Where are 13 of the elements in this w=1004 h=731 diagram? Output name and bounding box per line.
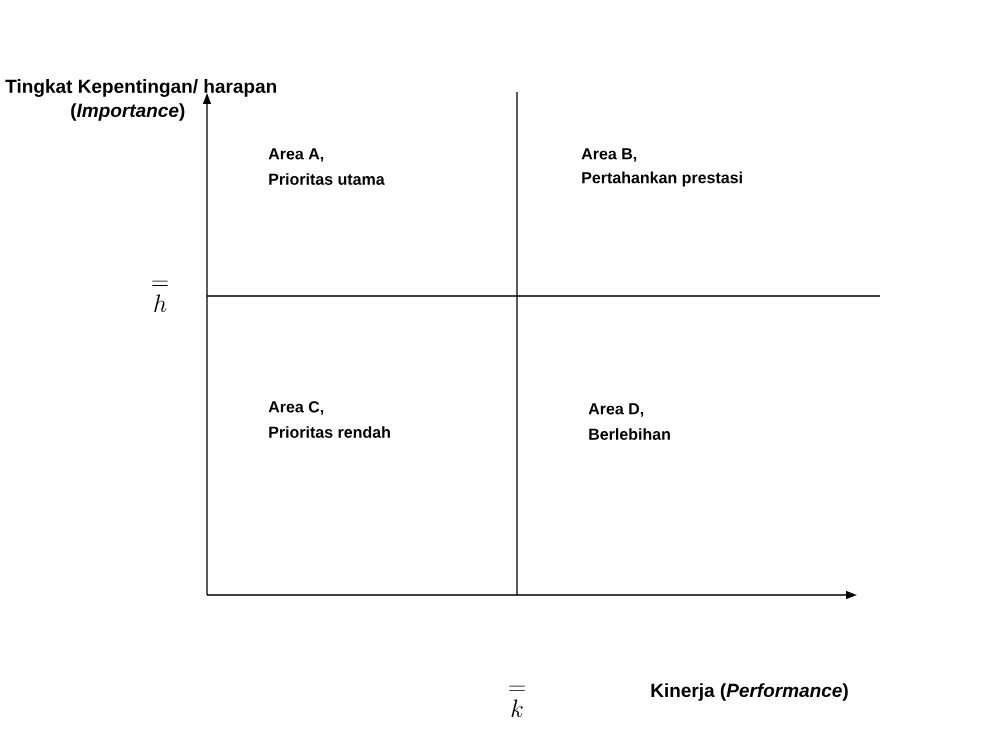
quadrant-label: Area D, (588, 403, 644, 417)
axis-mean-symbol: $\overset{=}{h}$ (152, 280, 168, 313)
quadrant-label: Area C, (268, 401, 324, 415)
quadrant-label: Prioritas rendah (269, 426, 390, 438)
quadrant-label: Prioritas utama (269, 173, 385, 185)
axis-title: Tingkat Kepentingan/ harapan (5, 79, 277, 97)
quadrant-label: Berlebihan (589, 428, 670, 440)
quadrant-label: Area B, (581, 148, 637, 162)
axis-title: (Importance) (71, 103, 185, 121)
quadrant-label: Area A, (268, 148, 324, 162)
quadrant-label: Pertahankan prestasi (582, 171, 742, 187)
axis-title: Kinerja (Performance) (651, 683, 848, 701)
axis-mean-symbol: $\overset{=}{k}$ (509, 685, 525, 718)
